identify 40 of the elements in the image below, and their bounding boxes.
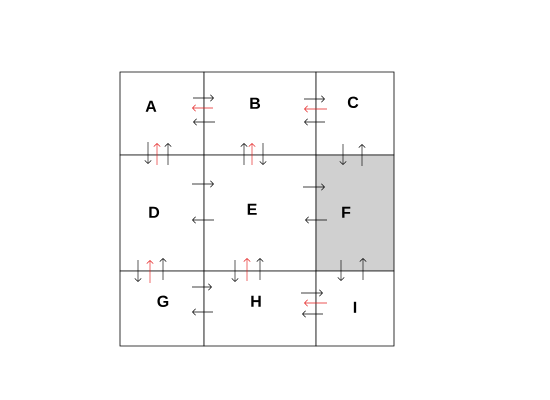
arrow: [192, 180, 214, 188]
arrow: [302, 183, 325, 191]
arrow: [305, 216, 328, 224]
arrow: [193, 118, 216, 126]
arrow: [358, 144, 366, 166]
arrow: [259, 142, 267, 165]
arrow: [304, 118, 326, 126]
arrow: [300, 289, 323, 297]
arrow: [164, 143, 172, 166]
arrow: [339, 144, 347, 165]
arrow: [359, 258, 367, 280]
arrow: [192, 308, 214, 316]
arrow: [192, 283, 212, 291]
grid-cell: F: [316, 154, 394, 272]
arrow: [337, 260, 345, 281]
arrow: [146, 260, 154, 284]
arrow: [192, 94, 214, 102]
grid-cell: C: [316, 72, 394, 156]
arrow: [231, 260, 239, 282]
arrow: [134, 260, 142, 282]
arrow: [153, 143, 161, 166]
arrow: [248, 143, 256, 166]
grid-cell: A: [120, 72, 204, 156]
arrow: [304, 95, 325, 103]
arrow: [159, 258, 167, 280]
grid-cell: G: [120, 270, 204, 346]
arrow: [192, 216, 214, 224]
grid-cell: H: [204, 270, 316, 346]
grid-cell: I: [316, 270, 394, 346]
arrow: [144, 142, 152, 164]
grid-cell: B: [204, 72, 316, 156]
arrow: [304, 105, 328, 113]
arrow: [192, 104, 214, 112]
arrow: [304, 299, 328, 307]
arrow: [256, 258, 264, 280]
arrow: [243, 258, 251, 282]
arrow: [240, 143, 248, 166]
grid-cell: D: [120, 154, 204, 272]
grid-cell: E: [204, 154, 316, 272]
arrow: [302, 310, 324, 318]
